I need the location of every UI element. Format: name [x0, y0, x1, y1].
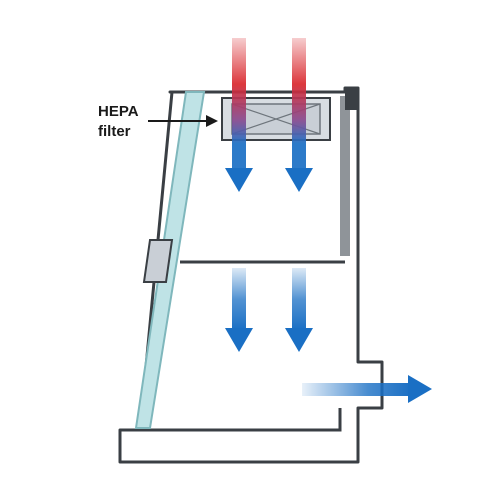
arrow-right-icon — [302, 375, 432, 403]
inflow-arrow-left — [225, 38, 253, 192]
hepa-filter-label: HEPA filter — [98, 103, 218, 140]
hepa-label-line1: HEPA — [98, 103, 139, 120]
back-panel-top — [345, 88, 358, 110]
inflow-arrow-right — [285, 38, 313, 192]
sash-handle — [142, 239, 174, 283]
arrow-down-icon — [285, 268, 313, 352]
back-panel — [340, 96, 350, 256]
arrow-down-icon — [225, 268, 253, 352]
cabinet-base — [120, 408, 342, 432]
hepa-label-line2: filter — [98, 123, 131, 140]
